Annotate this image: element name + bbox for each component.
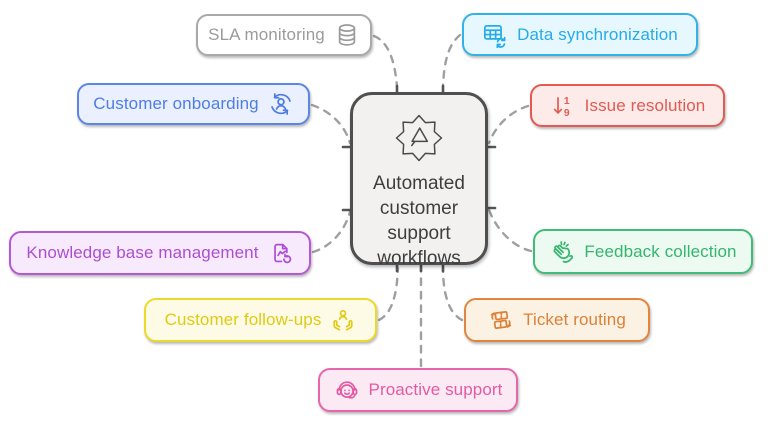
connector-data-synchronization bbox=[443, 35, 460, 87]
gear-automation-icon bbox=[390, 95, 448, 167]
node-label: Customer onboarding bbox=[93, 94, 259, 113]
center-node-label: Automated customer support workflows bbox=[373, 173, 465, 270]
connector-customer-follow-ups bbox=[379, 268, 398, 320]
node-label: Proactive support bbox=[368, 380, 503, 399]
node-label: Knowledge base management bbox=[26, 243, 259, 262]
document-chart-refresh-icon bbox=[268, 240, 294, 266]
node-ticket-routing[interactable]: Ticket routing bbox=[464, 298, 650, 342]
database-icon bbox=[334, 22, 360, 48]
connector-ticket-routing bbox=[443, 268, 462, 320]
node-knowledge-base-management[interactable]: Knowledge base management bbox=[9, 231, 311, 275]
connector-issue-resolution bbox=[489, 106, 528, 143]
node-feedback-collection[interactable]: Feedback collection bbox=[533, 229, 753, 274]
connector-feedback-collection bbox=[489, 210, 531, 251]
center-node[interactable]: Automated customer support workflows bbox=[350, 92, 488, 269]
node-sla-monitoring[interactable]: SLA monitoring bbox=[196, 14, 372, 56]
headset-smile-icon bbox=[334, 377, 360, 403]
connector-sla-monitoring bbox=[374, 36, 397, 87]
node-label: Issue resolution bbox=[584, 95, 706, 115]
svg-text:1: 1 bbox=[564, 95, 570, 106]
node-customer-onboarding[interactable]: Customer onboarding bbox=[77, 83, 310, 125]
user-sync-icon bbox=[268, 91, 294, 117]
node-label: SLA monitoring bbox=[208, 25, 325, 44]
table-sync-icon bbox=[482, 22, 508, 48]
connector-customer-onboarding bbox=[312, 105, 350, 143]
clapping-hands-icon bbox=[549, 239, 575, 265]
hands-user-icon bbox=[330, 307, 356, 333]
svg-text:9: 9 bbox=[564, 107, 570, 118]
node-proactive-support[interactable]: Proactive support bbox=[318, 368, 518, 412]
node-label: Ticket routing bbox=[523, 310, 626, 329]
node-label: Data synchronization bbox=[517, 24, 678, 44]
node-customer-follow-ups[interactable]: Customer follow-ups bbox=[144, 298, 377, 342]
connector-knowledge-base-management bbox=[313, 212, 350, 252]
node-data-synchronization[interactable]: Data synchronization bbox=[462, 13, 698, 56]
node-label: Customer follow-ups bbox=[164, 310, 322, 329]
ticket-route-icon bbox=[488, 307, 514, 333]
node-label: Feedback collection bbox=[584, 241, 737, 261]
